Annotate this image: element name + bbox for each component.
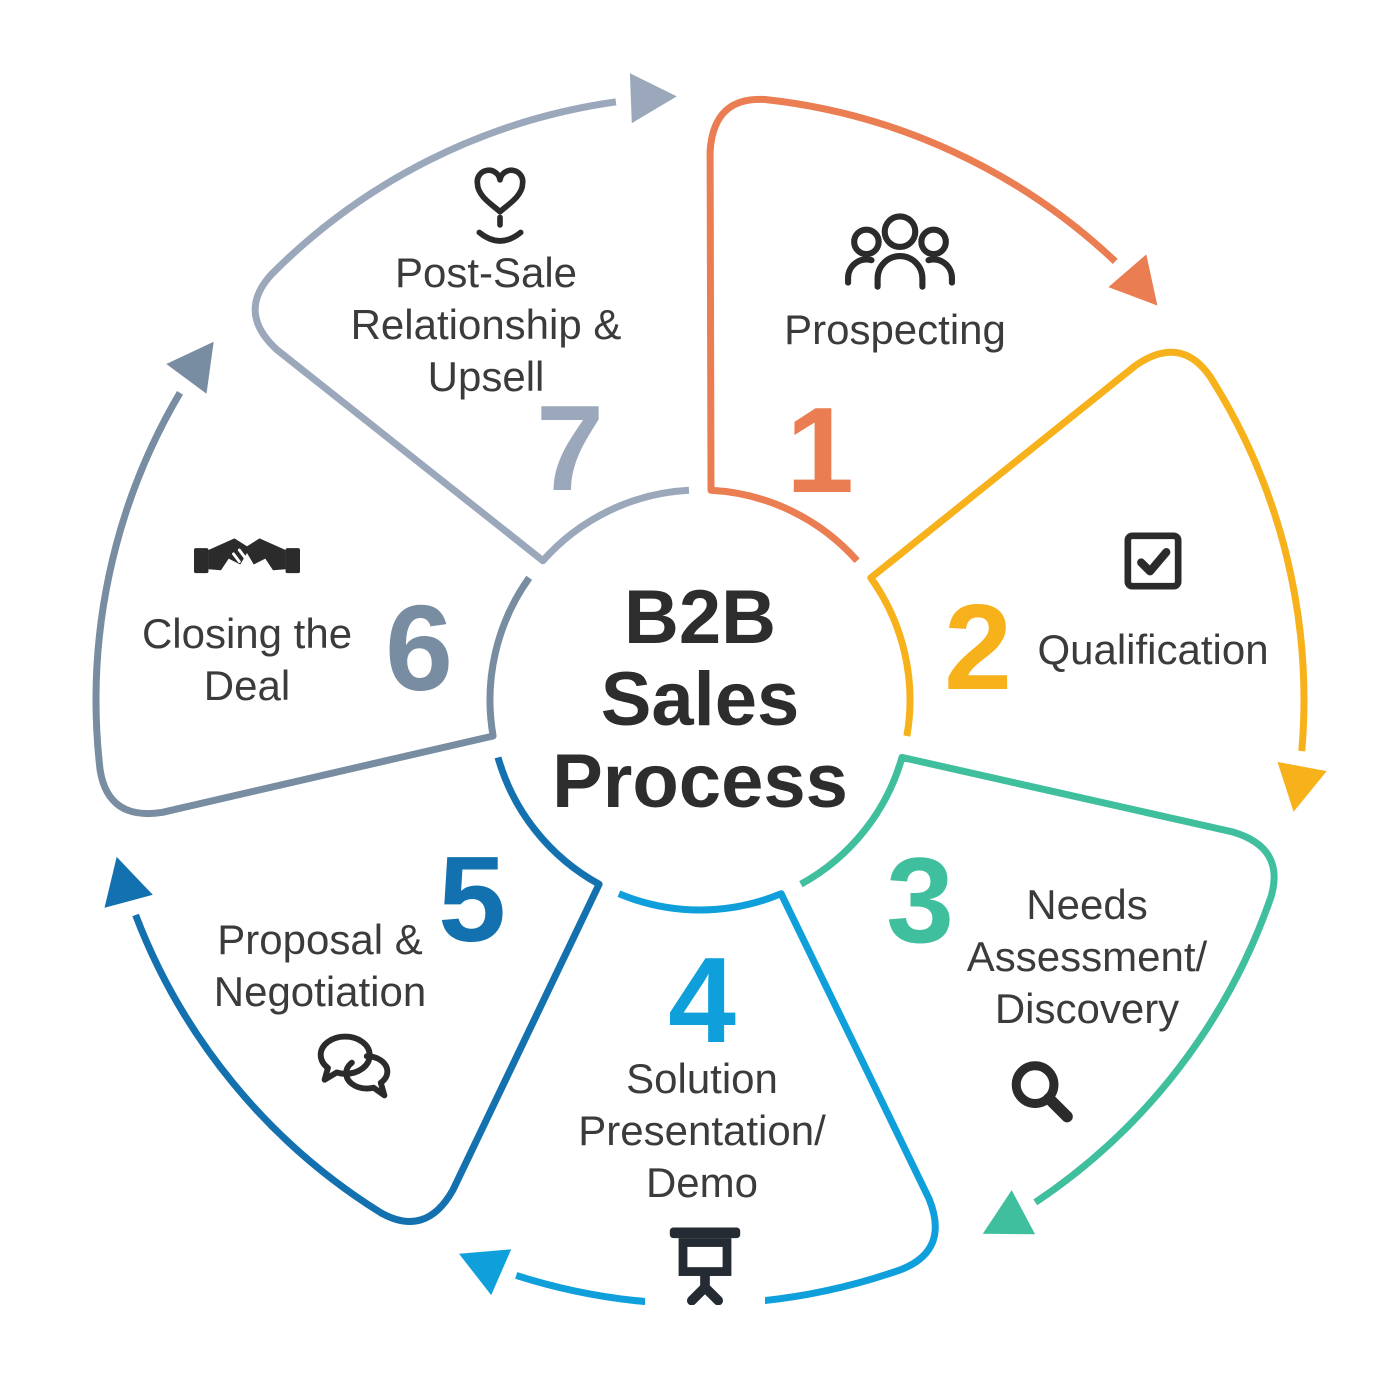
segment-3-outline (799, 753, 1278, 1206)
step-3-label: Needs Assessment/ Discovery (966, 880, 1208, 1033)
magnifier-icon (999, 1051, 1081, 1133)
segment-1-arrow (1108, 254, 1158, 306)
step-7-number: 7 (536, 380, 604, 516)
segment-6-outline (92, 391, 533, 817)
segment-5-arrow (104, 856, 153, 908)
step-5-label: Proposal & Negotiation (213, 915, 427, 1015)
segment-4-arrow (459, 1249, 512, 1296)
center-title: B2B Sales Process (552, 574, 848, 825)
step-6-number: 6 (385, 580, 453, 716)
step-1-number: 1 (786, 382, 854, 518)
step-4-number: 4 (668, 932, 736, 1068)
step-1-label: Prospecting (784, 305, 1006, 353)
segment-5-outline (132, 756, 603, 1225)
segment-7-outline (251, 98, 690, 565)
people-group-icon (844, 209, 956, 291)
segment-1-outline (706, 95, 1118, 564)
step-7-label: Post-Sale Relationship & Upsell (350, 248, 622, 401)
step-5-number: 5 (438, 831, 506, 967)
segment-3-arrow (982, 1190, 1036, 1235)
segment-7-arrow (629, 73, 677, 124)
heart-in-hand-icon (453, 157, 547, 259)
step-2-label: Qualification (1037, 625, 1269, 673)
segment-2-outline (867, 348, 1308, 752)
step-4-label: Solution Presentation/ Demo (578, 1054, 826, 1207)
handshake-icon (194, 518, 300, 582)
segment-2-arrow (1277, 761, 1327, 812)
step-3-number: 3 (886, 832, 954, 968)
segment-6-arrow (166, 341, 214, 394)
step-2-number: 2 (944, 579, 1012, 715)
speech-bubbles-icon (306, 1026, 404, 1106)
presentation-board-icon (645, 1201, 765, 1321)
step-6-label: Closing the Deal (141, 609, 353, 709)
checkbox-icon (1116, 524, 1190, 598)
